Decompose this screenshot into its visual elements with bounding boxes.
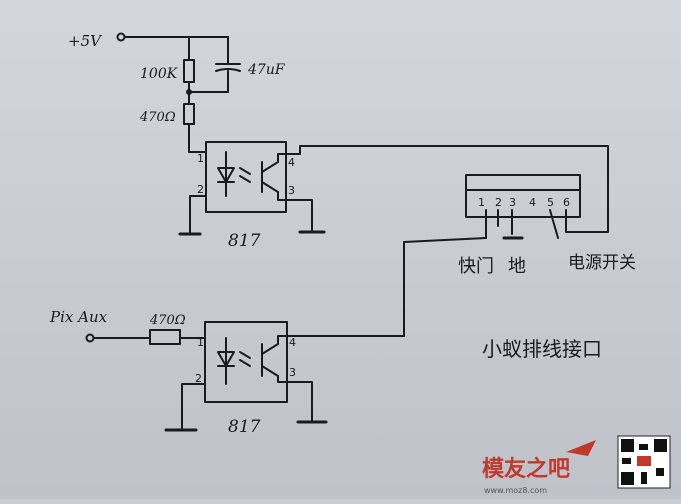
opto-bottom-light-arrows <box>239 351 251 367</box>
label-r-bottom: 470Ω <box>149 313 186 328</box>
opto-top-pin3-label: 3 <box>288 184 295 197</box>
opto-bottom-led <box>217 351 235 367</box>
label-vcc: +5V <box>68 32 103 50</box>
wire-cap-bottom <box>188 70 229 93</box>
qr-module <box>656 468 664 476</box>
opto-bottom-pin1-label: 1 <box>197 336 204 349</box>
watermark: 模友之吧 www.moz8.com <box>482 435 671 495</box>
qr-center-logo <box>637 456 651 466</box>
cap-plate-bottom <box>215 68 241 72</box>
connector-power-switch-label: 电源开关 <box>568 253 636 273</box>
connector-pin5-lead <box>549 209 559 239</box>
label-c-top: 47uF <box>247 62 286 78</box>
opto-bottom-pin3-label: 3 <box>289 366 296 379</box>
opto-top-pin4-label: 4 <box>288 156 295 169</box>
connector-ground-label: 地 <box>508 256 526 277</box>
qr-module <box>641 472 647 484</box>
opto-top-led <box>217 167 235 183</box>
qr-finder-top-right <box>654 439 667 452</box>
opto-bottom-pin2-wire <box>181 383 206 429</box>
connector-pin-6: 6 <box>563 196 570 209</box>
opto-bottom-collector <box>261 335 288 355</box>
wire-to-opto-top <box>188 123 207 153</box>
opto-top-pin2-label: 2 <box>197 183 204 196</box>
connector-pin-1: 1 <box>478 196 485 209</box>
connector-title: 小蚁排线接口 <box>482 337 602 361</box>
connector-pin-4: 4 <box>529 196 536 209</box>
connector-pin-5: 5 <box>547 196 554 209</box>
label-r-top: 100K <box>140 66 179 82</box>
opto-top-light-arrows <box>239 167 251 183</box>
opto-top-pin2-wire <box>189 195 207 233</box>
opto-bottom-pin4-label: 4 <box>289 336 296 349</box>
opto-top-collector <box>261 153 287 173</box>
opto-bottom-part-label: 817 <box>228 417 261 437</box>
wire-shutter <box>403 237 487 337</box>
opto-bottom-body <box>204 321 288 403</box>
qr-finder-bottom-left <box>621 472 634 485</box>
opto-top-emitter <box>261 181 287 201</box>
opto-top-pin3-wire <box>285 199 313 231</box>
opto-top-pin1-label: 1 <box>197 152 204 165</box>
connector-shutter-label: 快门 <box>458 256 494 277</box>
qr-module <box>639 444 648 450</box>
qr-finder-top-left <box>621 439 634 452</box>
label-r-top2: 470Ω <box>139 110 176 125</box>
watermark-brand: 模友之吧 <box>482 456 570 482</box>
opto-bottom-emitter <box>261 365 288 383</box>
opto-top-body <box>205 141 287 213</box>
opto-top-part-label: 817 <box>228 231 261 251</box>
opto-top-pin4-wire <box>285 145 609 233</box>
label-pix-aux: Pix Aux <box>49 308 108 326</box>
connector-body <box>465 174 581 218</box>
opto-bottom-pin3-wire <box>286 381 313 421</box>
opto-bottom-pin2-label: 2 <box>195 372 202 385</box>
watermark-url: www.moz8.com <box>484 486 547 495</box>
airplane-icon <box>566 440 596 456</box>
qr-module <box>622 458 631 464</box>
connector-pin-2: 2 <box>495 196 502 209</box>
connector-pin-3: 3 <box>509 196 516 209</box>
